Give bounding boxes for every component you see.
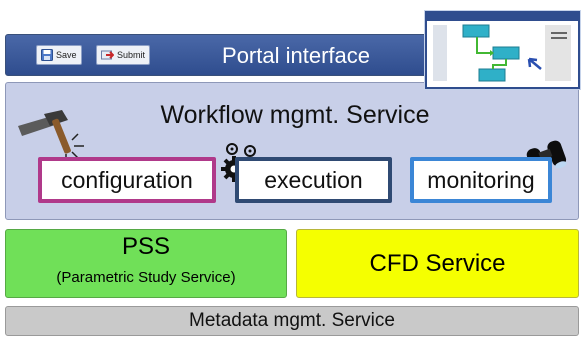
submit-label: Submit xyxy=(117,50,146,60)
pss-subtitle: (Parametric Study Service) xyxy=(56,269,236,286)
metadata-panel xyxy=(5,306,579,336)
cfd-panel xyxy=(296,229,579,298)
save-button[interactable]: Save xyxy=(36,45,82,65)
metadata-title: Metadata mgmt. Service xyxy=(189,310,395,331)
configuration-box: configuration xyxy=(38,157,216,203)
submit-icon xyxy=(101,50,114,60)
cursor-arrow-icon xyxy=(527,57,542,70)
workflow-service-title: Workflow mgmt. Service xyxy=(160,101,430,129)
monitoring-box: monitoring xyxy=(410,157,552,203)
save-label: Save xyxy=(56,50,77,60)
hammer-icon xyxy=(18,110,84,162)
portal-title: Portal interface xyxy=(222,43,370,68)
execution-box: execution xyxy=(235,157,392,203)
pss-title: PSS xyxy=(121,233,171,260)
cfd-title: CFD Service xyxy=(369,250,506,277)
menu-icon xyxy=(551,32,567,39)
workflow-thumbnail xyxy=(425,11,580,89)
pss-panel xyxy=(5,229,287,298)
save-icon xyxy=(41,49,53,61)
submit-button[interactable]: Submit xyxy=(96,45,151,65)
